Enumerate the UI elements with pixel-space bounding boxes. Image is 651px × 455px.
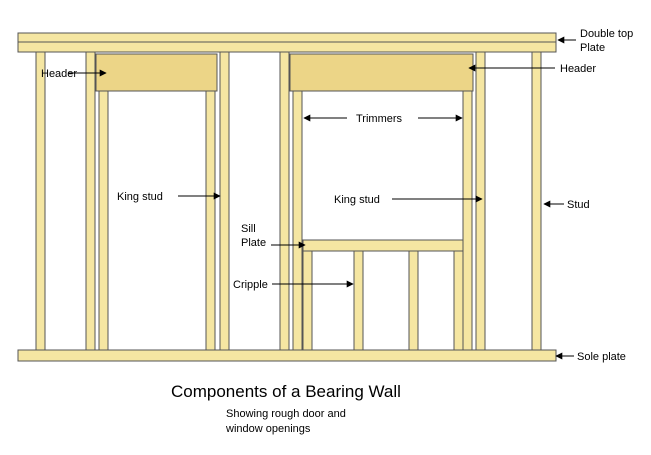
cripple-4	[453, 250, 464, 351]
callout-labels: Double top Plate Header Header Trimmers …	[41, 28, 633, 363]
top-plate-lower	[17, 41, 557, 53]
end-stud-left	[35, 51, 46, 351]
header-window	[289, 53, 474, 92]
end-stud-right	[531, 51, 542, 351]
top-plate-upper	[17, 32, 557, 43]
sole-plate	[17, 349, 557, 362]
framing	[17, 32, 557, 362]
label-sole-plate: Sole plate	[577, 351, 626, 363]
trimmer-window-right	[462, 90, 473, 351]
trimmer-left-inner	[205, 90, 216, 351]
king-stud-window-right	[475, 51, 486, 351]
king-stud-window-left	[279, 51, 290, 351]
caption-title: Components of a Bearing Wall	[171, 382, 401, 401]
label-trimmers: Trimmers	[356, 113, 403, 125]
caption: Components of a Bearing Wall Showing rou…	[171, 382, 401, 435]
sill-plate	[302, 239, 464, 252]
label-header-right: Header	[560, 63, 596, 75]
king-stud-left-inner	[219, 51, 230, 351]
label-double-top-line2: Plate	[580, 42, 605, 54]
cripple-1	[302, 250, 313, 351]
callout-arrows	[68, 36, 576, 360]
header-door	[95, 53, 218, 92]
label-cripple: Cripple	[233, 279, 268, 291]
label-double-top-line1: Double top	[580, 28, 633, 40]
trimmer-window-left	[292, 90, 303, 351]
label-king-stud-left: King stud	[117, 191, 163, 203]
label-header-left: Header	[41, 68, 77, 80]
trimmer-left-outer	[98, 90, 109, 351]
cripple-3	[408, 250, 419, 351]
king-stud-left-outer	[85, 51, 96, 351]
caption-subtitle-line2: window openings	[225, 423, 311, 435]
cripple-2	[353, 250, 364, 351]
label-stud: Stud	[567, 199, 590, 211]
label-sill-line1: Sill	[241, 223, 256, 235]
caption-subtitle-line1: Showing rough door and	[226, 408, 346, 420]
label-king-stud-right: King stud	[334, 194, 380, 206]
label-sill-line2: Plate	[241, 237, 266, 249]
